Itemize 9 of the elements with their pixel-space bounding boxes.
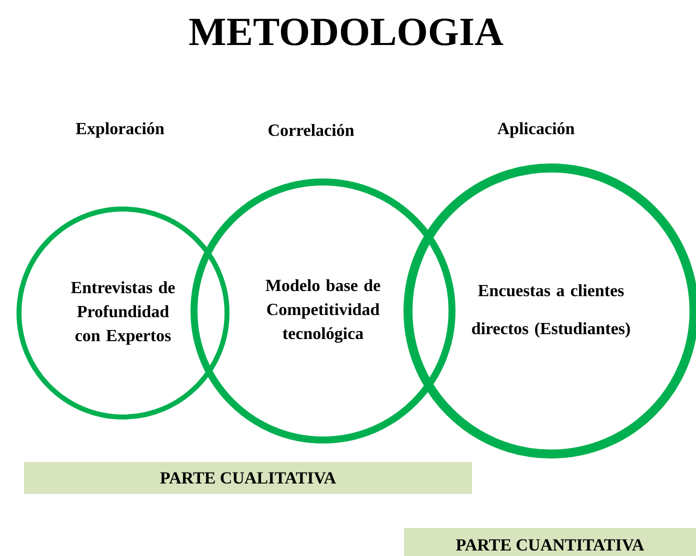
phase-band: PARTE CUALITATIVA — [24, 462, 472, 494]
phase-heading: Correlación — [268, 124, 354, 136]
phase-heading: Exploración — [76, 122, 164, 138]
phase-band: PARTE CUANTITATIVA — [404, 528, 696, 556]
phase-heading: Aplicación — [497, 122, 574, 138]
title: METODOLOGIA — [189, 18, 504, 46]
circle-text: Encuestas a clientes directos (Estudiantes) — [472, 284, 630, 338]
circle-text: Modelo base de Competitividad tecnológica — [266, 279, 380, 343]
circle-text: Entrevistas de Profundidad con Expertos — [71, 281, 175, 345]
